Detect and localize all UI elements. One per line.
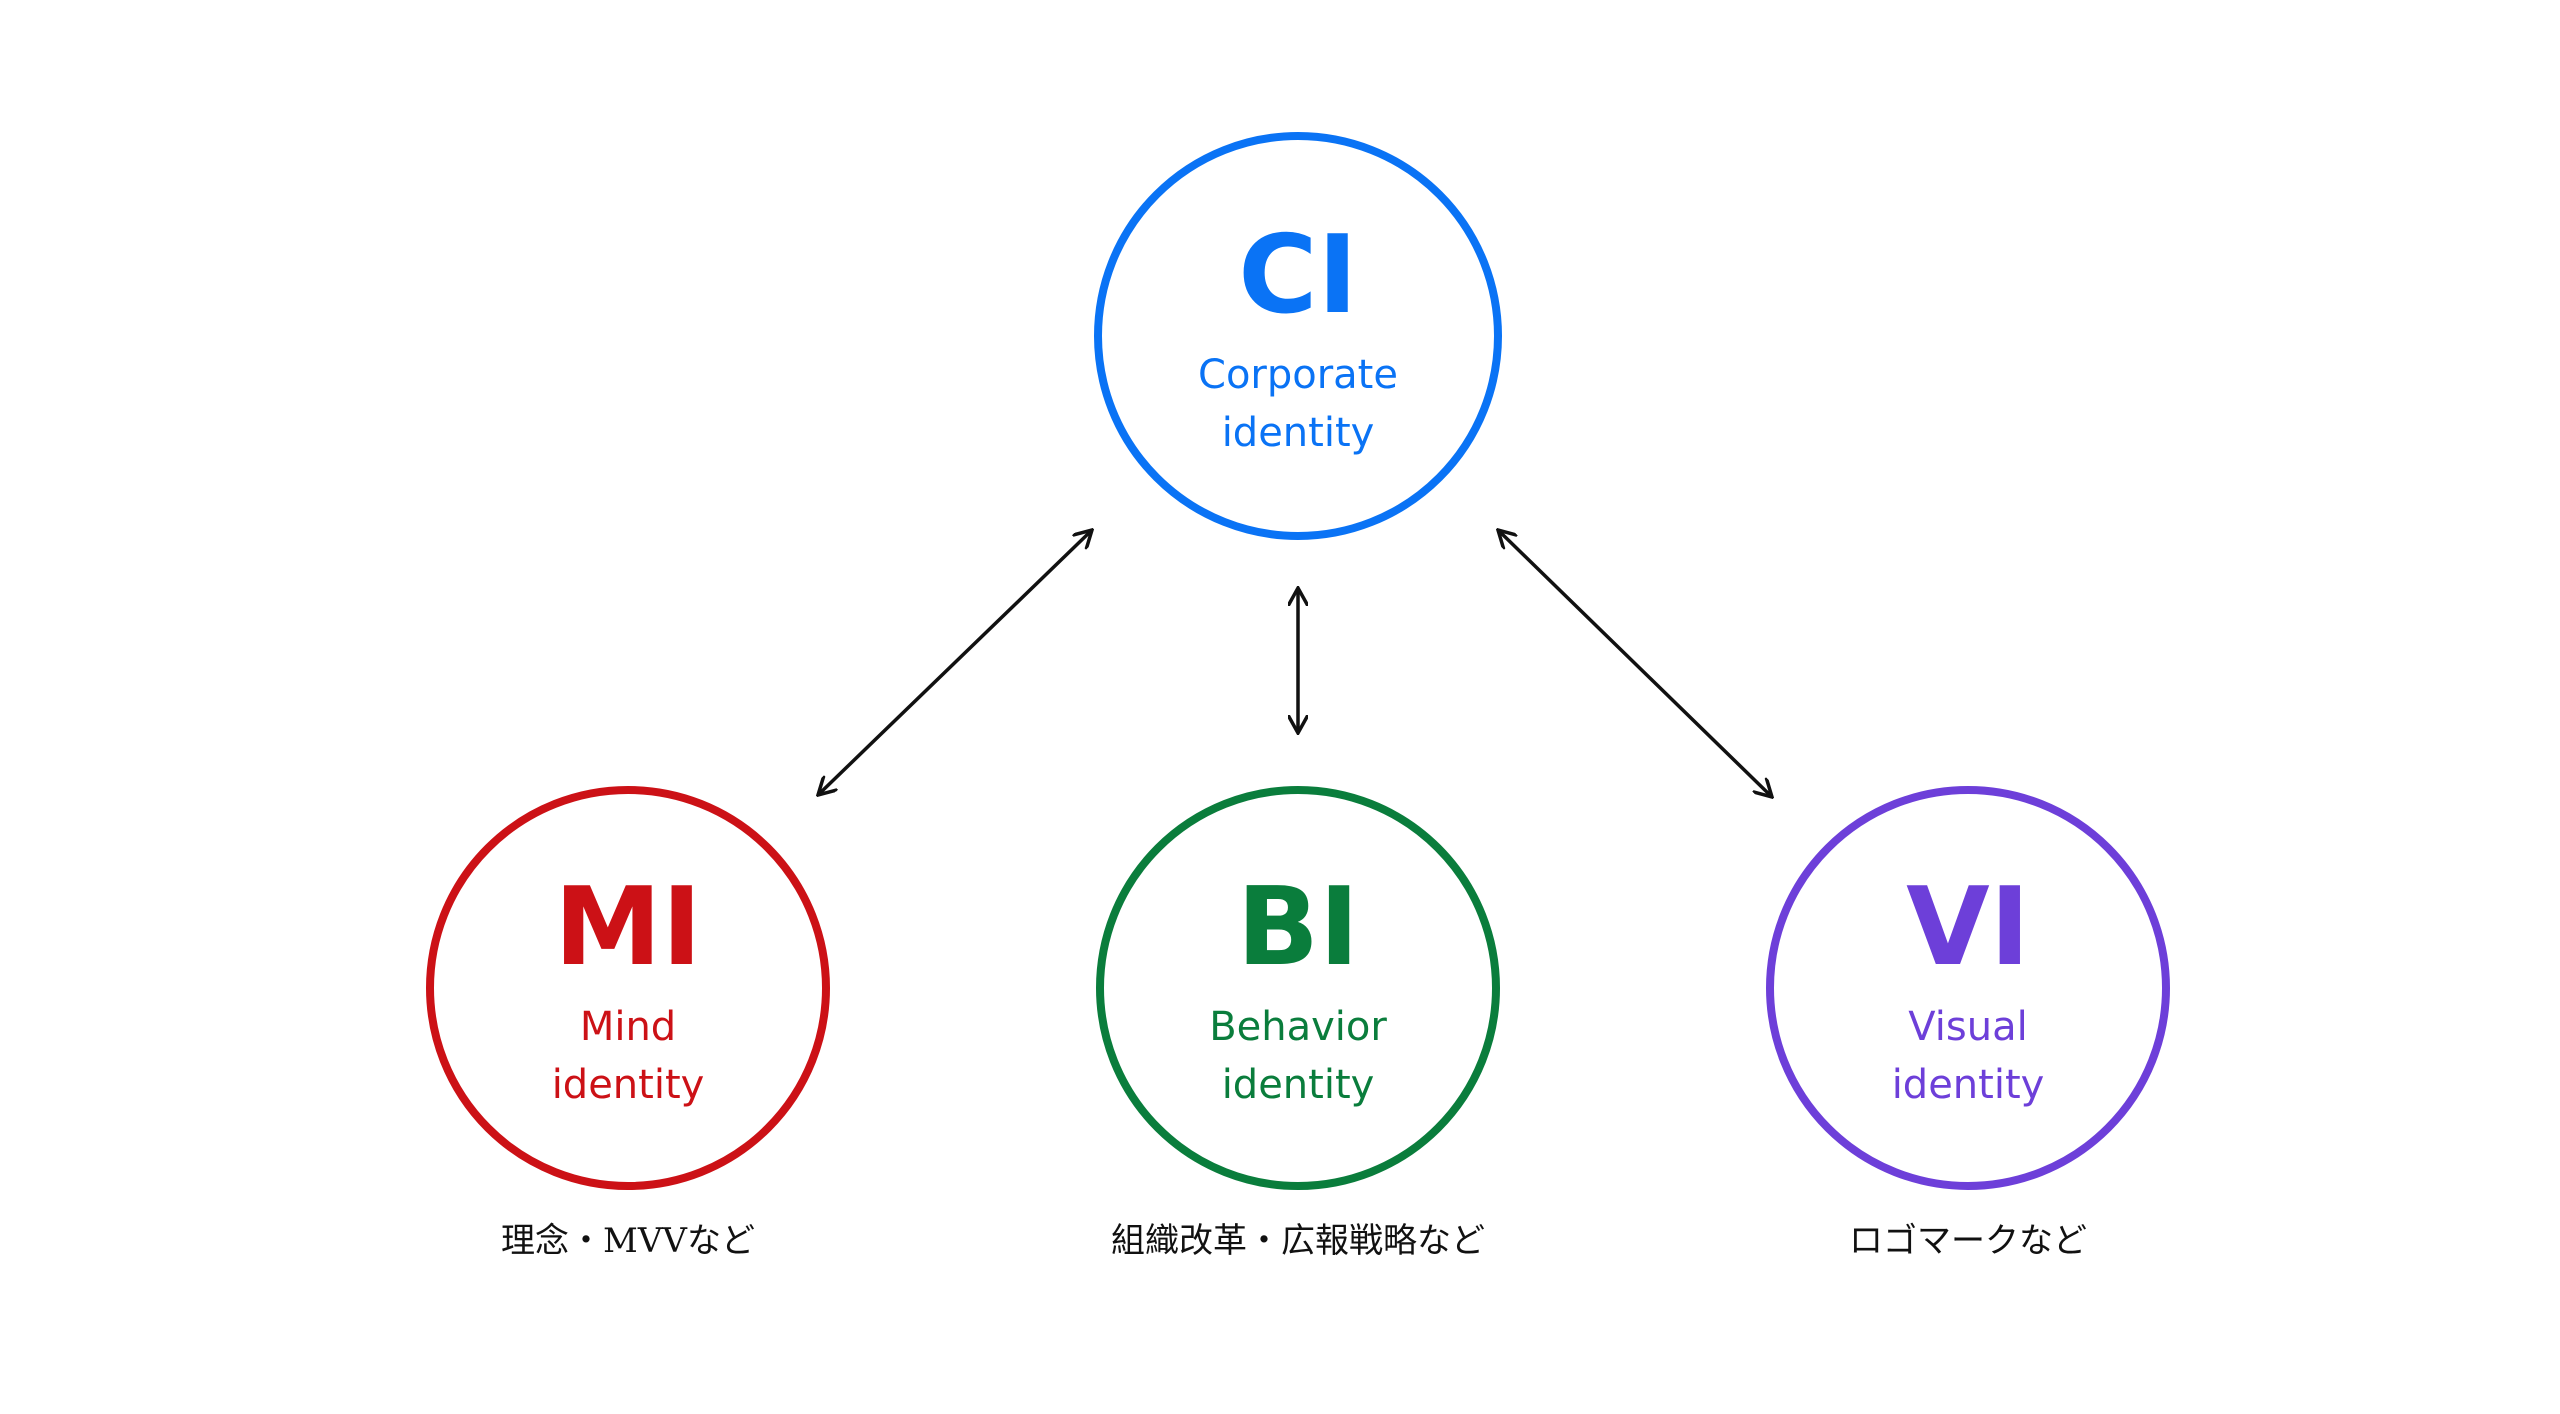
- node-vi: VI Visual identity ロゴマークなど: [1766, 786, 2170, 1261]
- mi-circle: [426, 786, 830, 1190]
- node-ci: CI Corporate identity: [1094, 132, 1502, 540]
- vi-abbr: VI: [1906, 865, 2030, 990]
- bi-caption: 組織改革・広報戦略など: [1111, 1221, 1485, 1261]
- bi-name-line2: identity: [1222, 1062, 1375, 1108]
- vi-caption: ロゴマークなど: [1849, 1221, 2087, 1261]
- link-ci-mi: [818, 530, 1092, 795]
- ci-name-line2: identity: [1222, 410, 1375, 456]
- link-ci-vi: [1498, 530, 1772, 797]
- mi-caption: 理念・MVVなど: [501, 1221, 755, 1261]
- node-bi: BI Behavior identity 組織改革・広報戦略など: [1096, 786, 1500, 1261]
- bi-circle: [1096, 786, 1500, 1190]
- mi-name-line1: Mind: [580, 1004, 676, 1050]
- ci-name-line1: Corporate: [1198, 352, 1398, 398]
- vi-circle: [1766, 786, 2170, 1190]
- mi-abbr: MI: [554, 865, 702, 990]
- bi-name-line1: Behavior: [1209, 1004, 1387, 1050]
- mi-name-line2: identity: [552, 1062, 705, 1108]
- vi-name-line2: identity: [1892, 1062, 2045, 1108]
- links: [818, 530, 1772, 797]
- vi-name-line1: Visual: [1908, 1004, 2027, 1050]
- node-mi: MI Mind identity 理念・MVVなど: [426, 786, 830, 1261]
- ci-abbr: CI: [1238, 213, 1357, 338]
- ci-circle: [1094, 132, 1502, 540]
- bi-abbr: BI: [1237, 865, 1360, 990]
